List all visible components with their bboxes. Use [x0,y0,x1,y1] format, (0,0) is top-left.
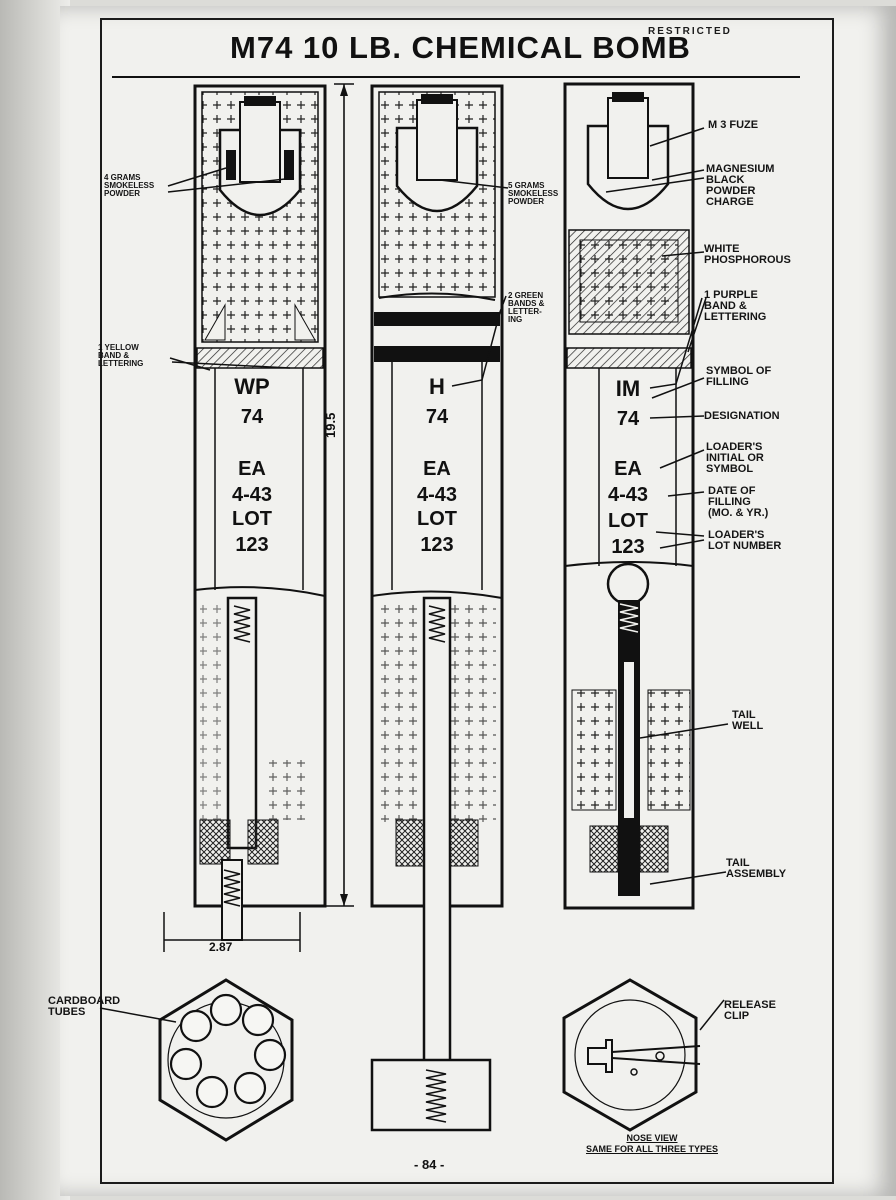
nose-view-caption-title: NOSE VIEW [626,1133,678,1143]
bomb-wp-filling-symbol: WP [234,374,270,399]
callout-tail-assembly: TAIL ASSEMBLY [726,857,787,880]
callout-symbol-of-filling: SYMBOL OF FILLING [706,365,772,388]
bomb-h-lot-label: LOT [417,508,457,530]
callout-green-bands: 2 GREEN BANDS & LETTER- ING [508,291,545,324]
callout-smokeless-4g: 4 GRAMS SMOKELESS POWDER [104,173,155,198]
bomb-im-designation: 74 [616,408,640,430]
bomb-h-tail-plug-left [395,819,425,867]
bomb-im-fuze-body [607,97,649,179]
bomb-wp-powder-right [284,150,294,180]
bomb-im-lot-label: LOT [608,510,648,532]
callout-date-of-filling: DATE OF FILLING (MO. & YR.) [708,485,769,519]
bomb-im-lot-number: 123 [611,536,645,558]
bomb-wp-fin-right [294,303,316,341]
bomb-wp-casing [193,84,327,908]
callout-white-phosphorous: WHITE PHOSPHOROUS [704,243,791,266]
callout-purple-band: 1 PURPLE BAND & LETTERING [704,289,767,323]
cardboard-tube [241,1003,275,1037]
bomb-h-fuze-cap [421,94,453,104]
bomb-wp-date: 4-43 [231,484,273,506]
page-border [100,18,834,1184]
callout-loader-lot: LOADER'S LOT NUMBER [708,529,782,552]
bomb-h-green-band-1 [374,312,500,326]
body-width-label: 2.87 [209,940,233,954]
bomb-wp-powder-left [226,150,236,180]
bomb-wp-lot-label: LOT [232,508,272,530]
overall-length-label: 19.5 [323,412,338,438]
bomb-im-tail-well-head [606,562,650,606]
nose-view-caption-subtitle: SAME FOR ALL THREE TYPES [585,1144,718,1154]
cardboard-tube [195,1075,229,1109]
bomb-im-date: 4-43 [607,484,649,506]
bomb-im-tail-plug-left [589,825,619,873]
page-number: - 84 - [414,1157,445,1172]
cardboard-tube [233,1071,267,1105]
bomb-im-tail-plug-right [639,825,669,873]
bomb-h-filling-symbol: H [429,374,445,399]
bomb-wp-designation: 74 [240,406,264,428]
page-title: M74 10 LB. CHEMICAL BOMB [230,30,691,65]
callout-designation: DESIGNATION [704,410,780,422]
cardboard-tube [179,1009,213,1043]
classification-marking: RESTRICTED [648,26,732,37]
bomb-h-tail-plug-right [449,819,479,867]
cluster-end-view [158,978,294,1142]
callout-tail-well: TAIL WELL [732,709,764,732]
cardboard-tube [209,993,243,1027]
bomb-wp-filling-lower-left [200,600,228,820]
bomb-h-loader: EA [423,458,451,480]
bomb-h-lot-number: 123 [420,534,454,556]
callout-yellow-band: 1 YELLOW BAND & LETTERING [98,343,144,368]
bomb-im-tail-well-core [624,662,634,818]
bomb-wp [193,84,327,941]
nose-view-caption: NOSE VIEW SAME FOR ALL THREE TYPES [532,1133,772,1155]
callout-release-clip: RELEASE CLIP [724,999,776,1022]
bomb-im-white-phosphorous [579,239,679,323]
bomb-h-designation: 74 [425,406,449,428]
callout-magnesium-charge: MAGNESIUM BLACK POWDER CHARGE [706,163,775,208]
bomb-h [370,84,504,1132]
bomb-h-date: 4-43 [416,484,458,506]
bomb-im-filling-symbol: IM [615,376,641,401]
bomb-im-casing [563,82,695,910]
cardboard-tube [253,1038,287,1072]
bomb-h-tail-well [422,596,452,1120]
width-dimension [163,912,301,952]
cardboard-tube [169,1047,203,1081]
bomb-wp-yellow-band [196,347,324,369]
binder-shadow [0,0,70,1200]
length-dimension [300,83,354,907]
callout-m3-fuze: M 3 FUZE [708,119,759,131]
bomb-wp-fuze-body [239,101,281,183]
callout-cardboard-tubes: CARDBOARD TUBES [48,995,121,1018]
bomb-wp-lot-number: 123 [235,534,269,556]
bomb-wp-fin-left [204,303,226,341]
bomb-wp-tail-plug-right [247,819,279,865]
bomb-wp-tail-plug-left [199,819,231,865]
callout-loader-initial: LOADER'S INITIAL OR SYMBOL [706,441,764,475]
callout-smokeless-5g: 5 GRAMS SMOKELESS POWDER [508,181,559,206]
leader-lines [99,127,729,1031]
bomb-im-filling-right [647,689,691,811]
bomb-im [563,82,695,910]
bomb-im-filling-left [571,689,617,811]
bomb-wp-tail-well [226,596,258,850]
bomb-wp-filling-lower-right [268,760,308,820]
title-underline [112,76,800,78]
bomb-h-green-band-2 [374,346,500,362]
bomb-im-loader: EA [614,458,642,480]
bomb-im-purple-band [566,347,692,369]
bomb-h-fuze-body [416,99,458,181]
bomb-wp-fuze-cap [244,96,276,106]
bomb-wp-loader: EA [238,458,266,480]
bomb-im-fuze-cap [612,92,644,102]
nose-view [562,978,701,1132]
